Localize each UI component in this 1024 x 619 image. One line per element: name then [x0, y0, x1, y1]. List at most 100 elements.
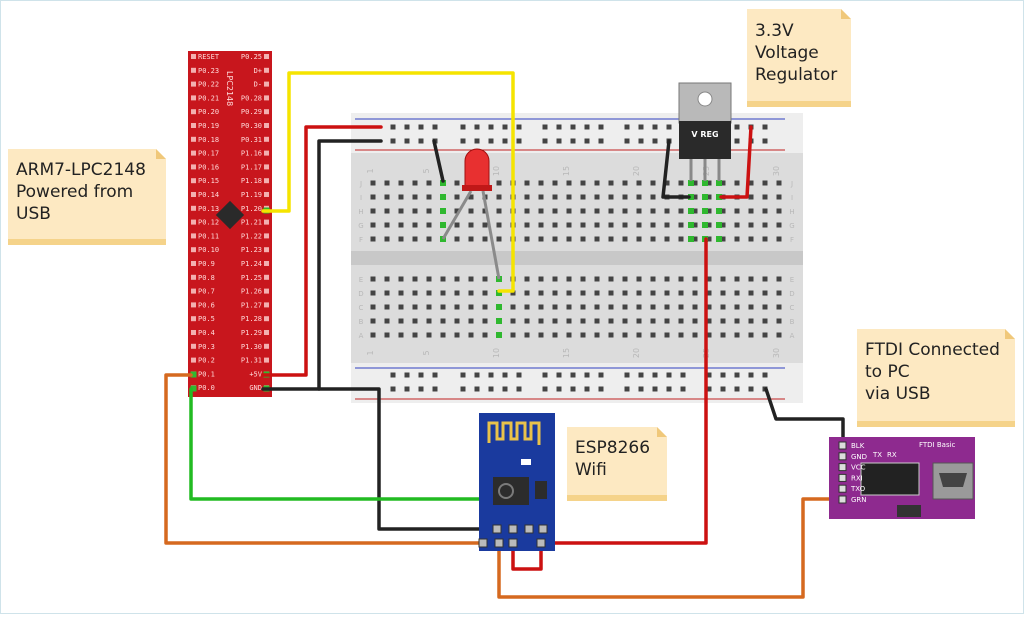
row-letter-left: I [360, 194, 362, 202]
breadboard-hole [468, 276, 474, 282]
breadboard-hole [524, 194, 530, 200]
breadboard-hole [524, 208, 530, 214]
breadboard-hole [496, 222, 502, 228]
breadboard-hole [566, 236, 572, 242]
breadboard-hole [454, 276, 460, 282]
breadboard-hole [594, 276, 600, 282]
connected-hole [716, 222, 722, 228]
breadboard-hole [552, 180, 558, 186]
breadboard-hole [454, 318, 460, 324]
breadboard-hole [706, 318, 712, 324]
rail-hole [680, 372, 686, 378]
breadboard-hole [370, 290, 376, 296]
note-esp-fold [657, 427, 667, 437]
breadboard-hole [664, 332, 670, 338]
board-pin-label-right: D- [254, 81, 262, 89]
breadboard-hole [440, 276, 446, 282]
breadboard-hole [748, 332, 754, 338]
connected-hole [702, 208, 708, 214]
breadboard-hole [776, 208, 782, 214]
column-number-bottom: 5 [422, 350, 431, 355]
breadboard-hole [384, 332, 390, 338]
esp-component [535, 481, 547, 499]
esp8266-module [478, 413, 555, 551]
breadboard-hole [398, 236, 404, 242]
breadboard-hole [370, 332, 376, 338]
connected-hole [496, 290, 502, 296]
board-pin-pad [264, 288, 269, 294]
board-pin-label-left: P0.12 [198, 219, 219, 227]
rail-hole [488, 124, 494, 130]
breadboard-hole [496, 236, 502, 242]
board-pin-label-left: P0.19 [198, 122, 219, 130]
breadboard-hole [524, 304, 530, 310]
breadboard-hole [566, 276, 572, 282]
rail-hole [720, 386, 726, 392]
breadboard-hole [454, 236, 460, 242]
breadboard-hole [580, 290, 586, 296]
wire-orange-p0-1 [164, 373, 485, 545]
breadboard-hole [622, 290, 628, 296]
breadboard-hole [482, 222, 488, 228]
breadboard-hole [762, 276, 768, 282]
breadboard-hole [706, 222, 712, 228]
breadboard-hole [678, 180, 684, 186]
breadboard-hole [692, 194, 698, 200]
breadboard-hole [776, 304, 782, 310]
rail-hole [720, 372, 726, 378]
connected-hole [716, 236, 722, 242]
breadboard-hole [748, 318, 754, 324]
ftdi-chip [860, 462, 920, 496]
breadboard-hole [734, 290, 740, 296]
board-pin-pad [191, 205, 196, 211]
breadboard-hole [748, 180, 754, 186]
esp-pin [508, 524, 518, 534]
row-letter-right: F [790, 236, 794, 244]
board-pin-label-right: P1.26 [241, 288, 262, 296]
row-letter-right: A [790, 332, 795, 340]
note-ftdi-line-2: to PC [865, 362, 910, 382]
rail-hole [624, 138, 630, 144]
breadboard-hole [706, 194, 712, 200]
breadboard-hole [650, 304, 656, 310]
board-pin-pad [264, 192, 269, 197]
breadboard-hole [706, 276, 712, 282]
rail-hole [474, 386, 480, 392]
breadboard-hole [594, 194, 600, 200]
rail-hole [734, 138, 740, 144]
breadboard-hole [566, 208, 572, 214]
breadboard-hole [398, 180, 404, 186]
breadboard-hole [426, 222, 432, 228]
board-pin-label-right: P1.19 [241, 191, 262, 199]
board-pin-label-right: P1.28 [241, 315, 262, 323]
esp-antenna-icon [487, 421, 541, 445]
ftdi-tx-label: TX [872, 451, 882, 459]
breadboard-hole [720, 180, 726, 186]
board-pin-pad [191, 81, 196, 87]
board-pin-label-right: P1.25 [241, 274, 262, 282]
breadboard-hole [650, 180, 656, 186]
breadboard-hole [468, 208, 474, 214]
breadboard-hole [650, 208, 656, 214]
breadboard-hole [510, 290, 516, 296]
rail-hole [542, 372, 548, 378]
board-pin-label-right: P0.29 [241, 108, 262, 116]
breadboard-hole [454, 208, 460, 214]
connected-hole [688, 180, 694, 186]
connected-hole [440, 194, 446, 200]
board-pin-pad [191, 330, 196, 335]
board-pin-label-right: P0.25 [241, 53, 262, 61]
breadboard-hole [776, 318, 782, 324]
breadboard-hole [510, 332, 516, 338]
connected-hole [688, 236, 694, 242]
board-pin-label-right: P1.27 [241, 301, 262, 309]
ftdi-pin [838, 473, 847, 482]
connected-hole [688, 222, 694, 228]
breadboard-hole [538, 318, 544, 324]
rail-hole [666, 124, 672, 130]
breadboard-hole [692, 318, 698, 324]
wire-black-gnd-bottom [317, 387, 499, 531]
breadboard-hole [692, 304, 698, 310]
rail-hole [570, 386, 576, 392]
